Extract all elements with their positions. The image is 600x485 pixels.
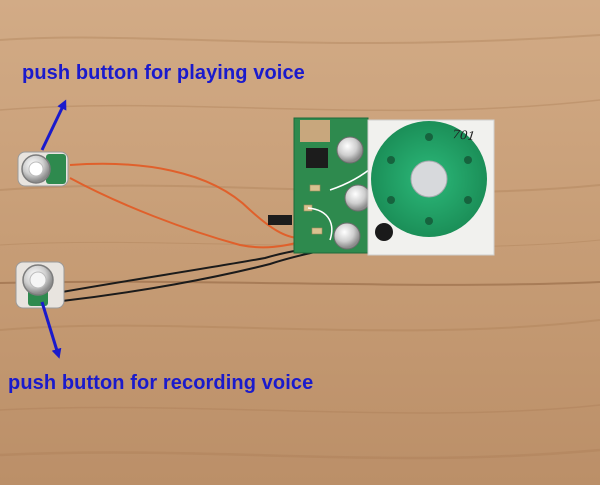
record-button-label: push button for recording voice xyxy=(8,372,314,394)
wood-seam xyxy=(0,280,600,286)
battery-cells xyxy=(333,136,372,250)
orange-wires xyxy=(69,162,301,249)
play-button-board xyxy=(17,151,69,187)
handwritten-mark: 701 xyxy=(452,127,476,143)
speaker-card: 701 xyxy=(367,119,495,256)
record-arrow-icon xyxy=(40,301,62,359)
play-arrow-icon xyxy=(40,99,67,151)
play-button-label: push button for playing voice xyxy=(22,62,305,84)
microphone xyxy=(375,223,393,241)
record-button-board xyxy=(15,261,65,309)
